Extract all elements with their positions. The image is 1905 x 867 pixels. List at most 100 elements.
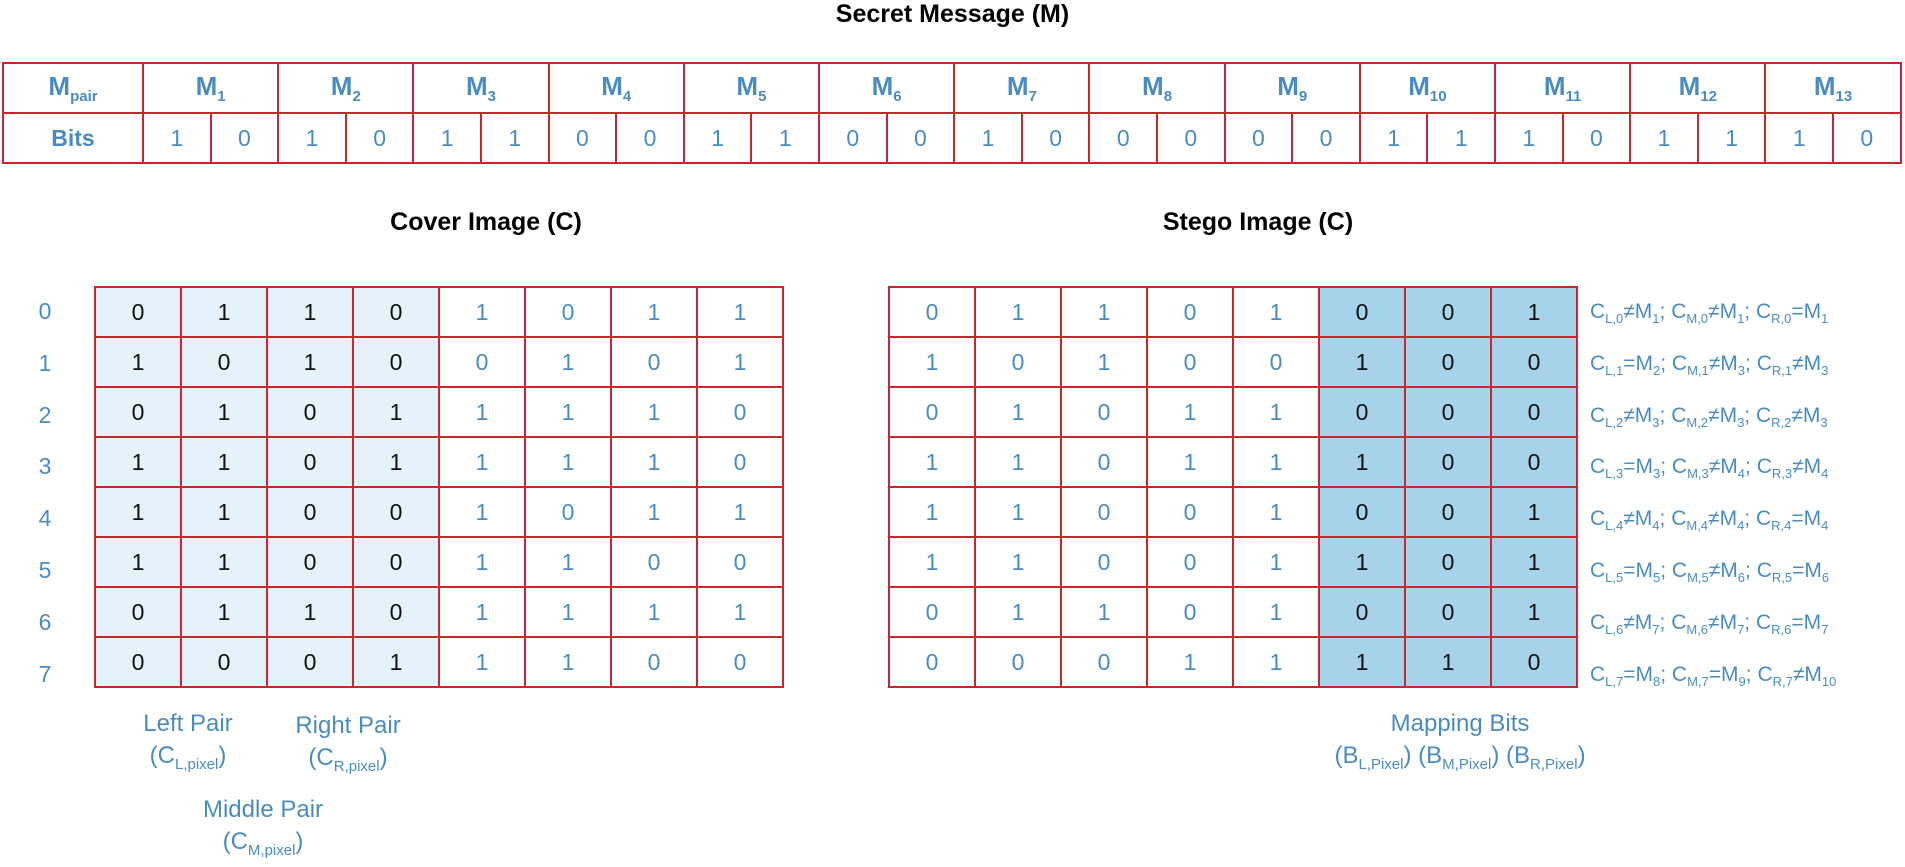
stego-pixel-bit: 1 [888, 336, 976, 388]
rule-operator: ≠ [1708, 403, 1720, 427]
message-pair-number: 5 [758, 88, 767, 106]
cover-pixel-bit: 1 [94, 536, 182, 588]
rule-symbol-sub: L,6 [1605, 621, 1624, 637]
mapping-rule: CL,4≠M4; CM,4≠M4; CR,4=M4 [1590, 507, 1829, 534]
pair-row-header-sub: pair [70, 88, 98, 106]
cover-pixel-bit: 0 [696, 536, 784, 588]
rule-operator: = [1623, 559, 1636, 582]
message-pair-symbol: M [871, 70, 894, 101]
message-bit: 0 [1561, 112, 1632, 164]
cover-pixel-bit: 1 [524, 536, 612, 588]
cover-pixel-bit: 1 [438, 486, 526, 538]
cover-pixel-bit: 1 [94, 486, 182, 538]
stego-pixel-bit: 1 [1490, 486, 1578, 538]
cover-pixel-bit: 0 [610, 636, 698, 688]
left-pair-label-text: Left Pair [143, 710, 233, 737]
message-pair-header: M2 [277, 62, 415, 114]
stego-pixel-bit: 1 [1060, 286, 1148, 338]
cover-pixel-bit: 0 [352, 536, 440, 588]
message-pair-symbol: M [1813, 70, 1836, 101]
rule-symbol-sub: R,5 [1771, 570, 1793, 586]
stego-pixel-bit: 1 [1232, 636, 1320, 688]
rule-symbol: C [1590, 507, 1606, 531]
bits-row-header: Bits [2, 112, 144, 164]
rule-symbol: C [1755, 300, 1772, 323]
rule-symbol: C [1755, 610, 1772, 634]
stego-pixel-bit: 1 [974, 586, 1062, 638]
rule-symbol: C [1590, 610, 1606, 634]
row-index: 7 [38, 660, 52, 687]
cover-pixel-bit: 0 [180, 336, 268, 388]
rule-operator: = [1791, 300, 1804, 323]
mapping-bit-symbol: B [1426, 742, 1443, 769]
stego-pixel-bit: 1 [1232, 486, 1320, 538]
stego-pixel-bit: 0 [1232, 336, 1320, 388]
rule-symbol: C [1756, 351, 1772, 375]
message-bit: 0 [1156, 112, 1226, 164]
mapping-bits-label: Mapping Bits (BL,Pixel) (BM,Pixel) (BR,P… [1300, 708, 1620, 781]
right-pair-label: Right Pair (CR,pixel) [286, 710, 410, 783]
rule-message-sub: 8 [1653, 673, 1661, 689]
cover-pixel-bit: 0 [352, 336, 440, 388]
cover-pixel-bit: 1 [180, 486, 268, 538]
middle-pair-symbol: (CM,pixel) [222, 828, 304, 859]
stego-pixel-bit: 1 [1060, 336, 1148, 388]
stego-pixel-bit: 1 [1318, 436, 1406, 488]
cover-pixel-bit: 1 [438, 386, 526, 438]
rule-message-sub: 2 [1653, 362, 1661, 378]
rule-operator: ≠ [1623, 610, 1635, 634]
rule-operator: = [1623, 662, 1636, 686]
stego-pixel-bit: 0 [1404, 586, 1492, 638]
stego-pixel-bit: 1 [1232, 586, 1320, 638]
message-pair-symbol: M [1277, 70, 1299, 101]
stego-pixel-bit: 0 [1318, 486, 1406, 538]
rule-symbol-sub: R,3 [1771, 466, 1793, 482]
cover-pixel-bit: 1 [610, 286, 698, 338]
stego-pixel-bit: 0 [1404, 536, 1492, 588]
rule-message-symbol: M [1720, 455, 1738, 479]
cover-pixel-bit: 1 [438, 286, 526, 338]
rule-message-sub: 3 [1820, 414, 1828, 430]
rule-symbol: C [1671, 455, 1688, 479]
rule-symbol-sub: L,4 [1605, 518, 1624, 534]
left-pair-symbol: (CL,pixel) [149, 742, 227, 773]
rule-message-sub: 4 [1737, 518, 1745, 534]
message-pair-number: 4 [622, 88, 632, 106]
stego-pixel-bit: 0 [1490, 386, 1578, 438]
stego-pixel-bit: 0 [1060, 536, 1148, 588]
message-pair-symbol: M [1543, 70, 1566, 101]
message-pair-symbol: M [1142, 70, 1164, 101]
rule-operator: ≠ [1708, 559, 1721, 582]
rule-message-sub: 5 [1653, 570, 1661, 586]
cover-pixel-bit: 0 [524, 486, 612, 538]
rule-message-symbol: M [1720, 351, 1738, 375]
rule-message-symbol: M [1635, 559, 1654, 582]
message-bit: 1 [142, 112, 212, 164]
rule-message-symbol: M [1635, 351, 1654, 375]
rule-symbol-sub: L,3 [1605, 466, 1624, 482]
message-pair-header: M12 [1629, 62, 1767, 114]
stego-pixel-bit: 0 [888, 586, 976, 638]
stego-pixel-bit: 1 [888, 536, 976, 588]
rule-operator: = [1708, 662, 1722, 686]
rule-symbol-sub: M,6 [1686, 621, 1709, 637]
stego-pixel-bit: 1 [888, 486, 976, 538]
rule-symbol: C [1671, 662, 1688, 686]
message-pair-header: M9 [1223, 62, 1361, 114]
stego-pixel-bit: 1 [974, 286, 1062, 338]
rule-message-sub: 4 [1737, 466, 1746, 482]
row-index: 1 [38, 349, 52, 376]
stego-pixel-bit: 1 [1060, 586, 1148, 638]
cover-pixel-bit: 1 [524, 436, 612, 488]
rule-symbol-sub: R,0 [1771, 311, 1792, 327]
stego-pixel-bit: 1 [1232, 436, 1320, 488]
rule-symbol-sub: M,2 [1686, 414, 1709, 430]
mapping-bits-label-text: Mapping Bits [1390, 710, 1530, 737]
stego-pixel-bit: 0 [1318, 286, 1406, 338]
cover-pixel-bit: 1 [438, 636, 526, 688]
cover-pixel-bit: 0 [352, 286, 440, 338]
